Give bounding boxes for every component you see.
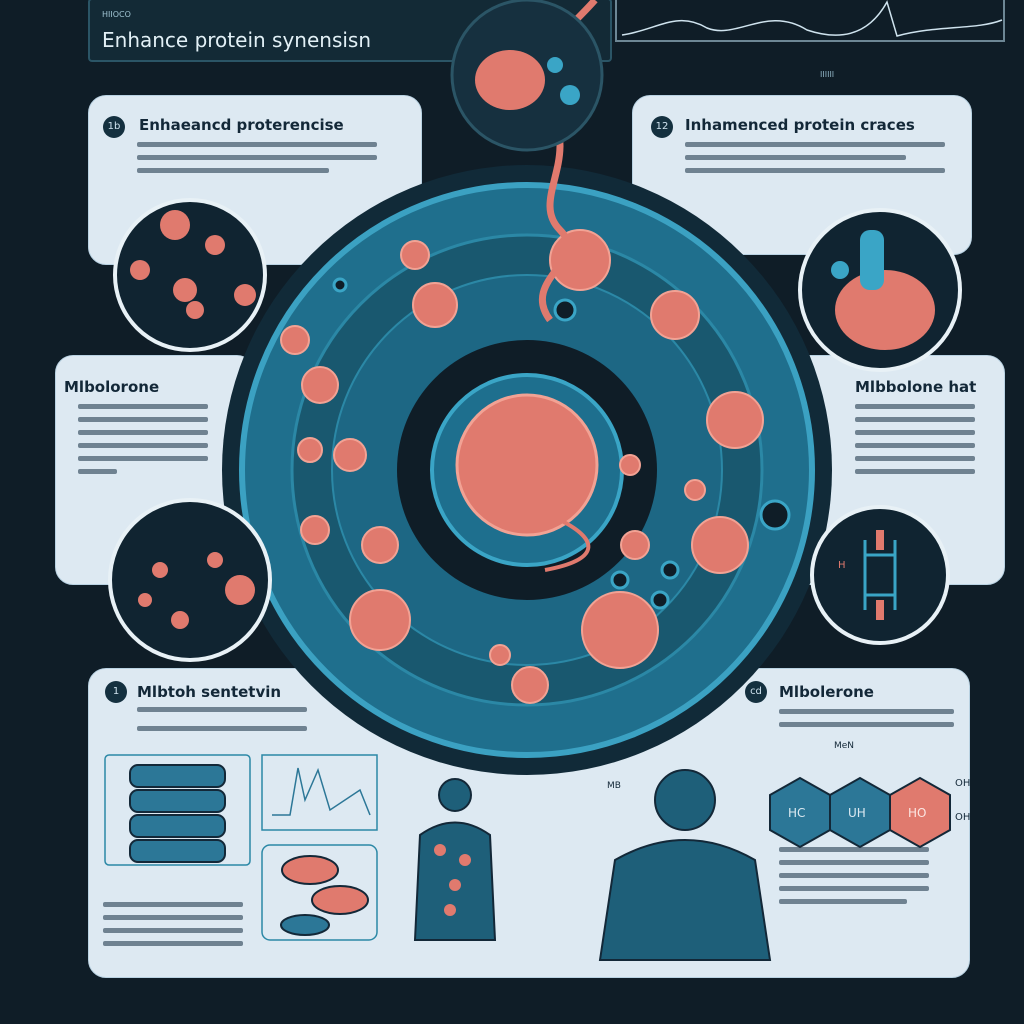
card-title: Inhamenced protein craces bbox=[685, 116, 915, 134]
card-top-left: 1b Enhaeancd proterencise bbox=[88, 95, 422, 265]
oh-label-1: OH bbox=[955, 778, 971, 789]
card-body bbox=[685, 134, 945, 181]
card-body-lower-right bbox=[779, 839, 929, 912]
chart-tick-label: IIIIII bbox=[820, 70, 835, 79]
organelles bbox=[280, 229, 764, 704]
card-number: cd bbox=[745, 681, 767, 703]
card-body bbox=[779, 701, 954, 735]
header-kicker: HIIOCO bbox=[102, 10, 131, 19]
card-number: 1b bbox=[103, 116, 125, 138]
hex-label-1: HC bbox=[788, 806, 806, 820]
top-chart-box bbox=[615, 0, 1005, 42]
h-label: H bbox=[838, 560, 846, 571]
hex-label-2: UH bbox=[848, 806, 866, 820]
card-mid-left: Mlbolorone bbox=[55, 355, 255, 585]
card-number: 12 bbox=[651, 116, 673, 138]
oh-label-2: OH bbox=[955, 812, 971, 823]
card-title: Mlbolorone bbox=[64, 378, 160, 396]
card-body bbox=[137, 134, 377, 181]
card-mid-right: Mlbbolone hat bbox=[790, 355, 1005, 585]
card-title: Mlbbolone hat bbox=[855, 378, 977, 396]
signal-line bbox=[621, 0, 1003, 37]
card-top-right: 12 Inhamenced protein craces bbox=[632, 95, 972, 255]
card-body bbox=[137, 701, 307, 739]
card-title: Mlbolerone bbox=[779, 683, 874, 701]
hex-label-3: HO bbox=[908, 806, 927, 820]
page-title: Enhance protein synensisn bbox=[102, 28, 372, 52]
vesicles bbox=[332, 277, 791, 610]
title-box: HIIOCO Enhance protein synensisn bbox=[88, 0, 612, 62]
label-men: MeN bbox=[834, 741, 855, 751]
card-body bbox=[78, 396, 208, 482]
label-mb: MB bbox=[607, 781, 621, 791]
card-bottom: 1 Mlbtoh sentetvin cd Mlbolerone MB MeN bbox=[88, 668, 970, 978]
card-title: Mlbtoh sentetvin bbox=[137, 683, 282, 701]
card-body-lower-left bbox=[103, 894, 243, 954]
card-number: 1 bbox=[105, 681, 127, 703]
card-title: Enhaeancd proterencise bbox=[139, 116, 344, 134]
protein-strand-2 bbox=[544, 518, 591, 572]
card-body bbox=[855, 396, 975, 482]
